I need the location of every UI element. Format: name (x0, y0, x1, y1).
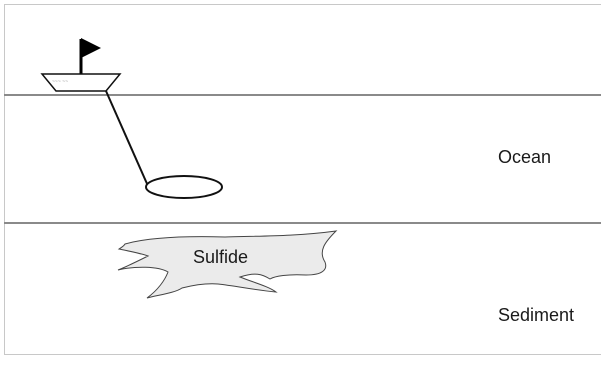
diagram-frame (5, 5, 601, 355)
ocean-label: Ocean (498, 147, 551, 167)
sediment-label: Sediment (498, 305, 574, 325)
sampling-loop (146, 176, 222, 198)
boat-hull-text: ~~~ ~~ (52, 79, 68, 85)
sulfide-label: Sulfide (193, 247, 248, 267)
